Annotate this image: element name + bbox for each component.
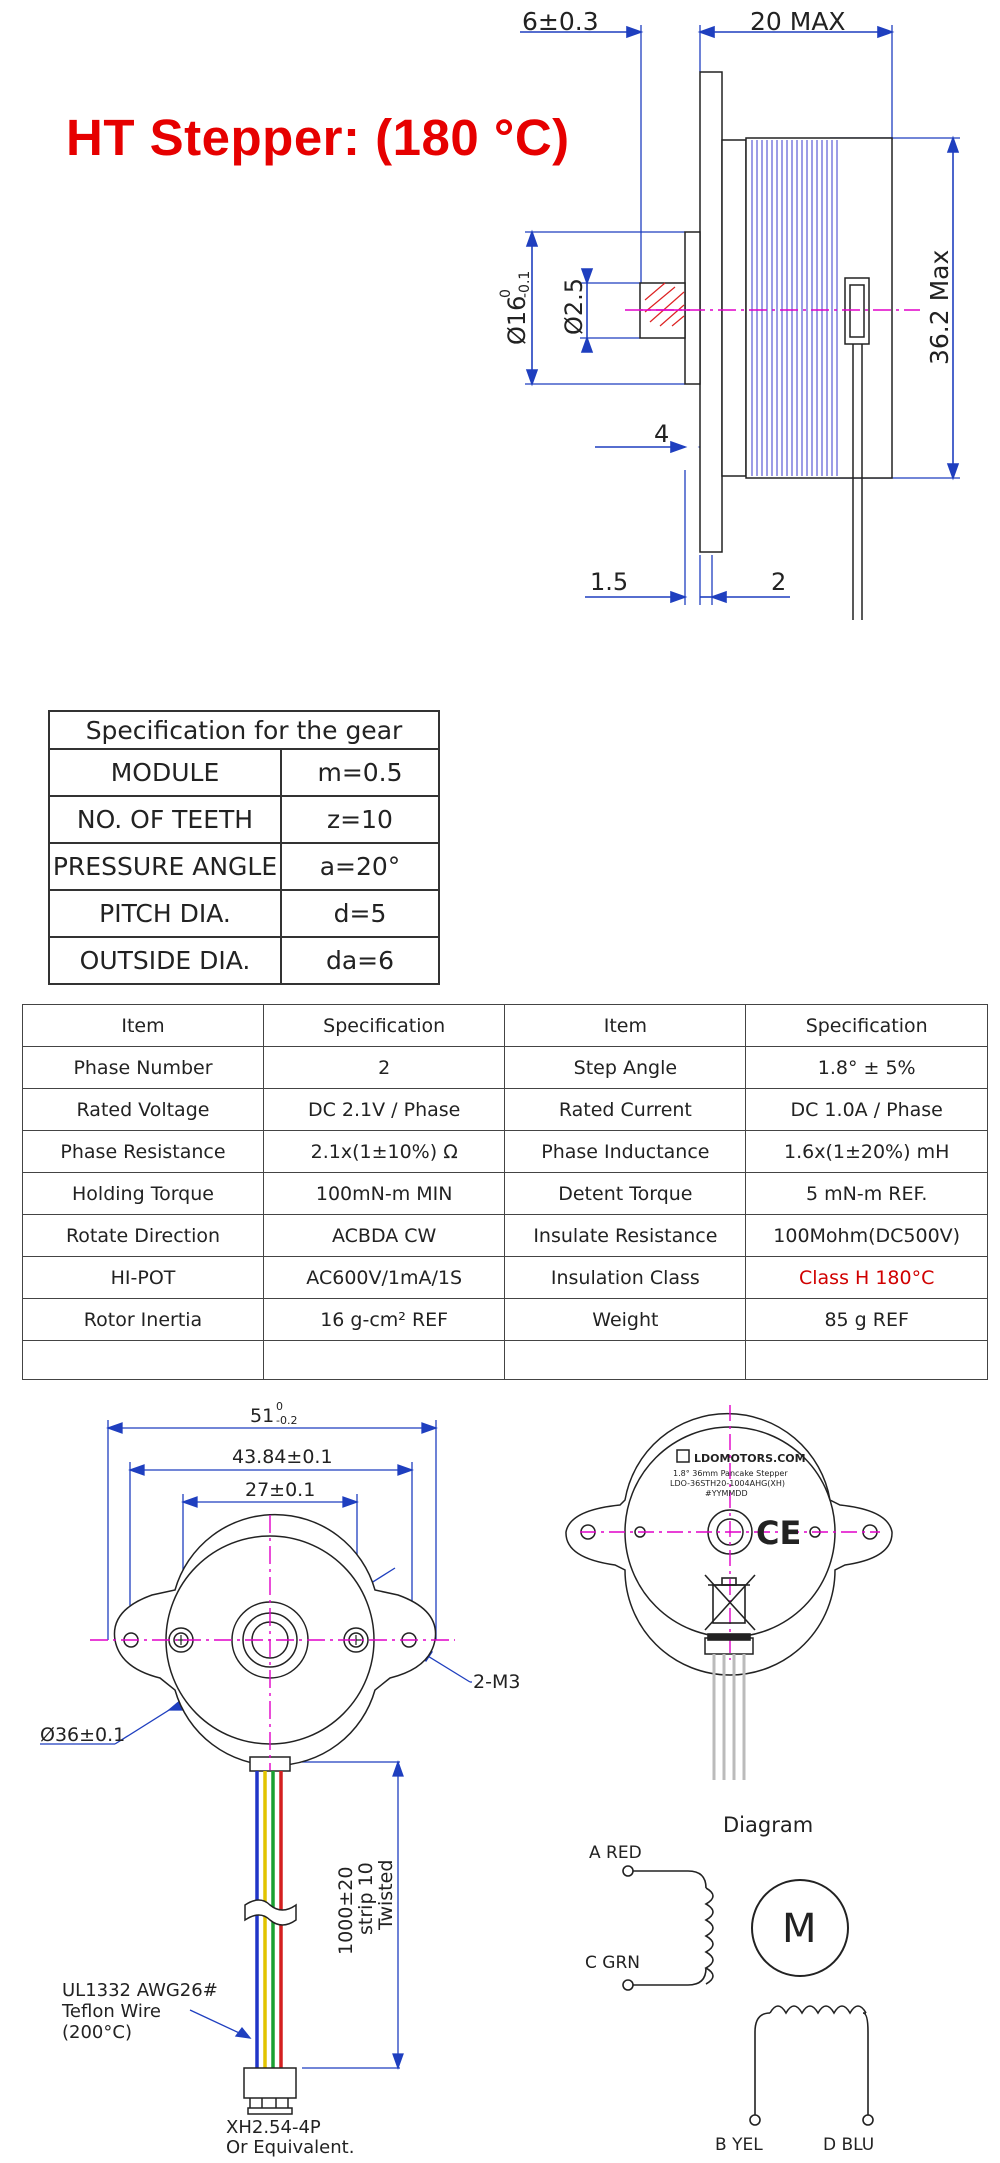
- dim-pinion-tol-lower: -0.1: [517, 271, 533, 298]
- spec-item: Phase Resistance: [22, 1130, 264, 1173]
- dim-lead-label: 1000±20: [335, 1867, 357, 1955]
- gear-param-value: d=5: [280, 889, 440, 938]
- label-line2: LDO-36STH20-1004AHG(XH): [670, 1479, 785, 1488]
- table-row: PITCH DIA. d=5: [48, 889, 440, 938]
- table-row: HI-POT AC600V/1mA/1S Insulation Class Cl…: [22, 1256, 988, 1299]
- gear-param-name: MODULE: [48, 748, 282, 797]
- spec-value: 1.6x(1±20%) mH: [745, 1130, 988, 1173]
- wire-c-label: C GRN: [585, 1953, 640, 1973]
- spec-item: HI-POT: [22, 1256, 264, 1299]
- weee-bin-icon: [704, 1574, 756, 1641]
- label-line1: 1.8° 36mm Pancake Stepper: [673, 1469, 788, 1478]
- insulation-class-value: Class H 180°C: [745, 1256, 988, 1299]
- dim-gap-label: 2: [771, 568, 786, 596]
- dim-body-label: Ø36±0.1: [40, 1724, 125, 1746]
- table-header-row: Item Specification Item Specification: [22, 1004, 988, 1047]
- spec-value: 16 g-cm² REF: [262, 1298, 506, 1341]
- gear-param-name: OUTSIDE DIA.: [48, 936, 282, 985]
- wire-label-line3: (200°C): [62, 2022, 132, 2043]
- wire-b-label: B YEL: [715, 2135, 763, 2155]
- spec-item: Holding Torque: [22, 1172, 264, 1215]
- spec-value: 2: [262, 1046, 506, 1089]
- spec-item: Rotor Inertia: [22, 1298, 264, 1341]
- label-line3: #YYMMDD: [705, 1489, 748, 1498]
- spec-value: 5 mN-m REF.: [745, 1172, 988, 1215]
- dim-overall-label: 51: [250, 1405, 274, 1427]
- spec-item: Insulation Class: [504, 1256, 747, 1299]
- table-row: NO. OF TEETH z=10: [48, 795, 440, 844]
- spec-item: Rated Voltage: [22, 1088, 264, 1131]
- dim-overall-tol-lower: -0.2: [276, 1414, 297, 1427]
- gear-param-name: NO. OF TEETH: [48, 795, 282, 844]
- dim-pinion-tol-upper: 0: [498, 289, 514, 298]
- side-view-drawing: 6±0.3 20 MAX 36.2 Max Ø16 0 -0.1 Ø2.5 4 …: [498, 7, 960, 620]
- dim-shaft-label: Ø2.5: [560, 278, 588, 335]
- spec-value: DC 2.1V / Phase: [262, 1088, 506, 1131]
- wire-label-line2: Teflon Wire: [61, 2001, 161, 2022]
- dim-mount-label: 2-M3: [473, 1671, 520, 1693]
- connector-label-line2: Or Equivalent.: [226, 2137, 354, 2158]
- wire-a-label: A RED: [589, 1843, 642, 1863]
- dim-pinion-label: Ø16: [503, 296, 531, 345]
- table-row-empty: [22, 1340, 988, 1380]
- lead-note-strip: strip 10: [355, 1862, 377, 1935]
- dim-plate-label: 1.5: [590, 568, 628, 596]
- table-row: Rated Voltage DC 2.1V / Phase Rated Curr…: [22, 1088, 988, 1131]
- spec-item: Weight: [504, 1298, 747, 1341]
- gear-spec-table: Specification for the gear MODULE m=0.5 …: [48, 710, 440, 985]
- dim-screws-label: 27±0.1: [245, 1479, 315, 1501]
- connector-label-line1: XH2.54-4P: [226, 2117, 321, 2138]
- dim-boss-label: 4: [654, 420, 669, 448]
- spec-item: Phase Number: [22, 1046, 264, 1089]
- spec-item: Rotate Direction: [22, 1214, 264, 1257]
- spec-value: ACBDA CW: [262, 1214, 506, 1257]
- column-header: Specification: [745, 1004, 988, 1047]
- gear-param-value: a=20°: [280, 842, 440, 891]
- lead-note-twisted: Twisted: [375, 1860, 397, 1931]
- spec-value: 100Mohm(DC500V): [745, 1214, 988, 1257]
- gear-param-value: da=6: [280, 936, 440, 985]
- gear-param-value: z=10: [280, 795, 440, 844]
- ce-mark-icon: CE: [756, 1514, 801, 1552]
- spec-value: 85 g REF: [745, 1298, 988, 1341]
- table-row: MODULE m=0.5: [48, 748, 440, 797]
- table-row: Phase Resistance 2.1x(1±10%) Ω Phase Ind…: [22, 1130, 988, 1173]
- table-row: Rotate Direction ACBDA CW Insulate Resis…: [22, 1214, 988, 1257]
- spec-item: Detent Torque: [504, 1172, 747, 1215]
- gear-table-header: Specification for the gear: [48, 710, 440, 750]
- diagram-title: Diagram: [723, 1813, 813, 1837]
- dim-height-label: 36.2 Max: [925, 250, 954, 365]
- dim-holes-label: 43.84±0.1: [232, 1446, 333, 1468]
- wire-label-line1: UL1332 AWG26#: [62, 1980, 218, 2001]
- table-row: PRESSURE ANGLE a=20°: [48, 842, 440, 891]
- spec-item: Insulate Resistance: [504, 1214, 747, 1257]
- column-header: Item: [504, 1004, 747, 1047]
- wire-d-label: D BLU: [823, 2135, 874, 2155]
- spec-value: DC 1.0A / Phase: [745, 1088, 988, 1131]
- spec-value: 2.1x(1±10%) Ω: [262, 1130, 506, 1173]
- spec-value: 1.8° ± 5%: [745, 1046, 988, 1089]
- spec-item: Rated Current: [504, 1088, 747, 1131]
- brand-label: LDOMOTORS.COM: [694, 1452, 806, 1465]
- spec-value: 100mN-m MIN: [262, 1172, 506, 1215]
- spec-item: Phase Inductance: [504, 1130, 747, 1173]
- dim-flange-label: 6±0.3: [522, 7, 599, 36]
- table-row: OUTSIDE DIA. da=6: [48, 936, 440, 985]
- gear-param-value: m=0.5: [280, 748, 440, 797]
- motor-spec-table: Item Specification Item Specification Ph…: [22, 1004, 988, 1380]
- spec-item: Step Angle: [504, 1046, 747, 1089]
- motor-symbol: M: [782, 1906, 817, 1952]
- page-title: HT Stepper: (180 °C): [66, 109, 570, 166]
- dim-length-label: 20 MAX: [750, 7, 846, 36]
- gear-param-name: PITCH DIA.: [48, 889, 282, 938]
- column-header: Item: [22, 1004, 264, 1047]
- table-row: Rotor Inertia 16 g-cm² REF Weight 85 g R…: [22, 1298, 988, 1341]
- column-header: Specification: [262, 1004, 506, 1047]
- table-row: Holding Torque 100mN-m MIN Detent Torque…: [22, 1172, 988, 1215]
- table-row: Phase Number 2 Step Angle 1.8° ± 5%: [22, 1046, 988, 1089]
- gear-param-name: PRESSURE ANGLE: [48, 842, 282, 891]
- dim-overall-tol-upper: 0: [276, 1400, 283, 1413]
- spec-value: AC600V/1mA/1S: [262, 1256, 506, 1299]
